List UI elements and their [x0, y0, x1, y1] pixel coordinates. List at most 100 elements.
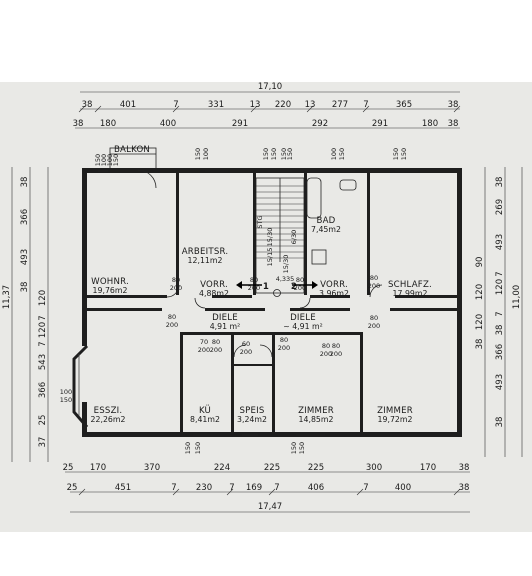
bath-fixtures	[306, 177, 357, 265]
stair-label: 15/30	[282, 255, 290, 274]
right-dimension-a: 7	[495, 271, 505, 276]
door-dimension: 200	[320, 350, 332, 358]
room-area: 22,26m2	[91, 415, 126, 424]
dimension-tick	[172, 105, 180, 113]
window-dimension: 150	[184, 442, 192, 454]
doors	[137, 169, 383, 358]
room-name: KÜ	[199, 405, 211, 416]
door-dimension: 80	[172, 276, 180, 284]
dimension-tick	[78, 105, 86, 113]
bottom-dimension-2: 169	[246, 483, 262, 493]
stair-label: 6/30	[290, 230, 298, 245]
left-dimension-b: 7	[38, 315, 48, 320]
staircase	[255, 177, 305, 294]
bottom-dimension-2: 25	[67, 483, 78, 493]
door-dimension: 70	[200, 338, 208, 346]
window-dimension: 100	[106, 154, 114, 166]
room-name: SCHLAFZ.	[388, 280, 432, 290]
room-name: BALKON	[114, 145, 150, 155]
room-name: VORR.	[320, 280, 348, 290]
dimension-tick	[94, 105, 102, 113]
dimension-tick	[226, 488, 234, 496]
door-dimension: 200	[368, 322, 380, 330]
left-dimension-b: 366	[38, 382, 48, 398]
room-area: 8,41m2	[190, 415, 220, 424]
left-dimension-a: 366	[20, 209, 30, 225]
dimension-tick	[172, 488, 180, 496]
room-area: 19,72m2	[378, 415, 413, 424]
window-dimension: 150	[280, 148, 288, 160]
right-dimension-a: 493	[495, 374, 505, 390]
window-dimension: 150	[112, 154, 120, 166]
door-dimension: 80	[168, 313, 176, 321]
bottom-dimension-1: 38	[459, 463, 470, 473]
left-total-dimension: 11,37	[2, 285, 12, 309]
bay-window	[72, 344, 89, 428]
window-dimension: 150	[290, 442, 298, 454]
window-dimension: 150	[194, 442, 202, 454]
dimension-tick	[356, 488, 364, 496]
bottom-dimension-1: 224	[214, 463, 230, 473]
top-dimension-1: 365	[396, 100, 412, 110]
top-dimension-2: 180	[422, 119, 438, 129]
window-dimension: 150	[194, 148, 202, 160]
window-dimension: 150	[94, 154, 102, 166]
top-dimension-1: 13	[305, 100, 316, 110]
room-name: WOHNR.	[91, 277, 129, 287]
dimension-tick	[250, 105, 258, 113]
right-dimension-a: 38	[495, 325, 505, 336]
room-name: VORR.	[200, 280, 228, 290]
dimension-tick	[306, 105, 314, 113]
top-dimension-1: 13	[250, 100, 261, 110]
room-name: SPEIS	[239, 406, 264, 416]
top-dimension-2: 38	[73, 119, 84, 129]
room-area: 14,85m2	[299, 415, 334, 424]
door-dimension: 80	[280, 336, 288, 344]
right-total-dimension: 11,00	[512, 285, 522, 309]
room-area: ~ 4,91 m²	[283, 322, 323, 331]
door-dimension: 200	[240, 348, 252, 356]
windows	[98, 170, 420, 436]
room-area: 17,99m2	[393, 289, 428, 298]
room-area: 19,76m2	[93, 286, 128, 295]
window-dimension: 150	[262, 148, 270, 160]
left-dimension-a: 493	[20, 249, 30, 265]
door-dimension: 200	[248, 284, 260, 292]
window-dimension: 150	[270, 148, 278, 160]
door-dimension: 200	[330, 350, 342, 358]
door-dimension: 80	[322, 342, 330, 350]
left-dimension-b: 120	[38, 290, 48, 306]
door-dimension: 200	[198, 346, 210, 354]
top-dimension-1: 7	[363, 100, 368, 110]
room-name: DIELE	[212, 313, 238, 323]
left-dimension-b: 120	[38, 322, 48, 338]
door-dimension: 200	[166, 321, 178, 329]
top-total-dimension: 17,10	[258, 82, 282, 92]
bottom-total-dimension: 17,47	[258, 502, 282, 512]
right-dimension-a: 493	[495, 234, 505, 250]
bottom-dimension-2: 400	[395, 483, 411, 493]
right-dimension-b: 38	[475, 339, 485, 350]
top-dimension-2: 180	[100, 119, 116, 129]
right-dimension-b: 120	[475, 284, 485, 300]
room-name: BAD	[317, 216, 336, 226]
stair-dimension: 4,335	[276, 275, 295, 283]
top-dimension-1: 7	[173, 100, 178, 110]
bottom-dimension-1: 300	[366, 463, 382, 473]
room-area: 3,96m2	[319, 289, 349, 298]
room-area: 12,11m2	[188, 256, 223, 265]
window-dimension: 100	[202, 148, 210, 160]
window-dimension: 150	[298, 442, 306, 454]
door-dimension: 200	[294, 284, 306, 292]
window-dimension: 150	[286, 148, 294, 160]
right-dimension-a: 366	[495, 344, 505, 360]
bottom-dimension-2: 7	[274, 483, 279, 493]
left-dimension-b: 543	[38, 354, 48, 370]
top-dimension-2: 291	[232, 119, 248, 129]
dimension-tick	[362, 105, 370, 113]
bottom-dimension-2: 230	[196, 483, 212, 493]
top-dimension-1: 331	[208, 100, 224, 110]
bottom-dimension-1: 370	[144, 463, 160, 473]
